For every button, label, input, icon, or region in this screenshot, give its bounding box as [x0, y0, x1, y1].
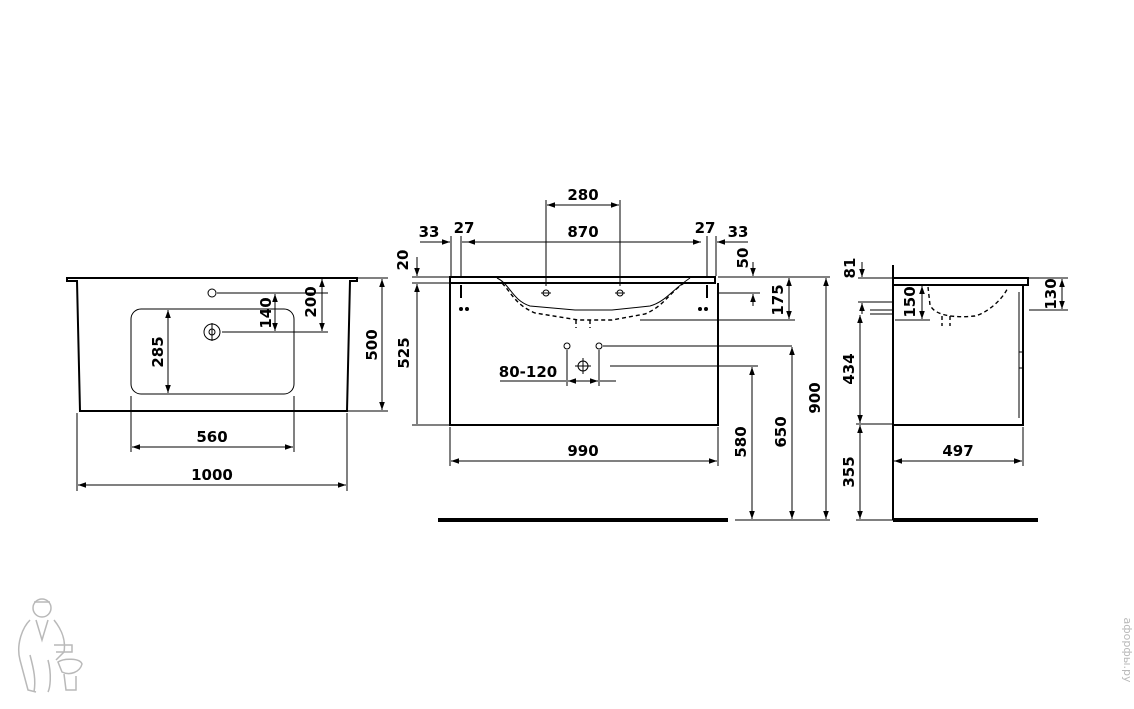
dim-81: 81 — [841, 258, 859, 279]
dim-900: 900 — [806, 382, 824, 413]
dim-650: 650 — [772, 416, 790, 447]
dim-1000: 1000 — [191, 466, 233, 484]
side-cabinet — [893, 284, 1024, 426]
bowl-outline — [130, 308, 295, 395]
dim-175: 175 — [769, 284, 787, 315]
front-view: 280 870 33 27 27 33 20 525 50 175 80-120… — [394, 186, 830, 522]
dim-870: 870 — [567, 223, 598, 241]
front-cabinet — [449, 283, 719, 426]
dim-580: 580 — [732, 426, 750, 457]
dim-434: 434 — [840, 353, 858, 384]
side-view: 81 150 130 434 355 497 — [840, 258, 1068, 522]
dim-200: 200 — [302, 286, 320, 317]
tap-hole — [207, 288, 217, 298]
dim-130: 130 — [1042, 278, 1060, 309]
watermark-text: aфорфы.ру — [1121, 618, 1134, 683]
dim-27-left: 27 — [454, 219, 475, 237]
dim-33-left: 33 — [419, 223, 440, 241]
front-countertop — [449, 276, 716, 284]
dim-140: 140 — [257, 297, 275, 328]
dim-27-right: 27 — [695, 219, 716, 237]
dim-80-120: 80-120 — [499, 363, 557, 381]
top-view: 140 200 285 500 560 1000 — [66, 277, 388, 491]
dim-50: 50 — [734, 248, 752, 269]
basin-top-outline — [66, 277, 358, 412]
dim-285: 285 — [149, 336, 167, 367]
dim-150: 150 — [901, 286, 919, 317]
dim-500: 500 — [363, 329, 381, 360]
plumber-logo — [18, 598, 83, 693]
dim-355: 355 — [840, 456, 858, 487]
dim-20: 20 — [394, 250, 412, 271]
dim-33-right: 33 — [728, 223, 749, 241]
dim-497: 497 — [942, 442, 973, 460]
dim-560: 560 — [196, 428, 227, 446]
dim-990: 990 — [567, 442, 598, 460]
dim-280: 280 — [567, 186, 598, 204]
dim-525: 525 — [395, 337, 413, 368]
